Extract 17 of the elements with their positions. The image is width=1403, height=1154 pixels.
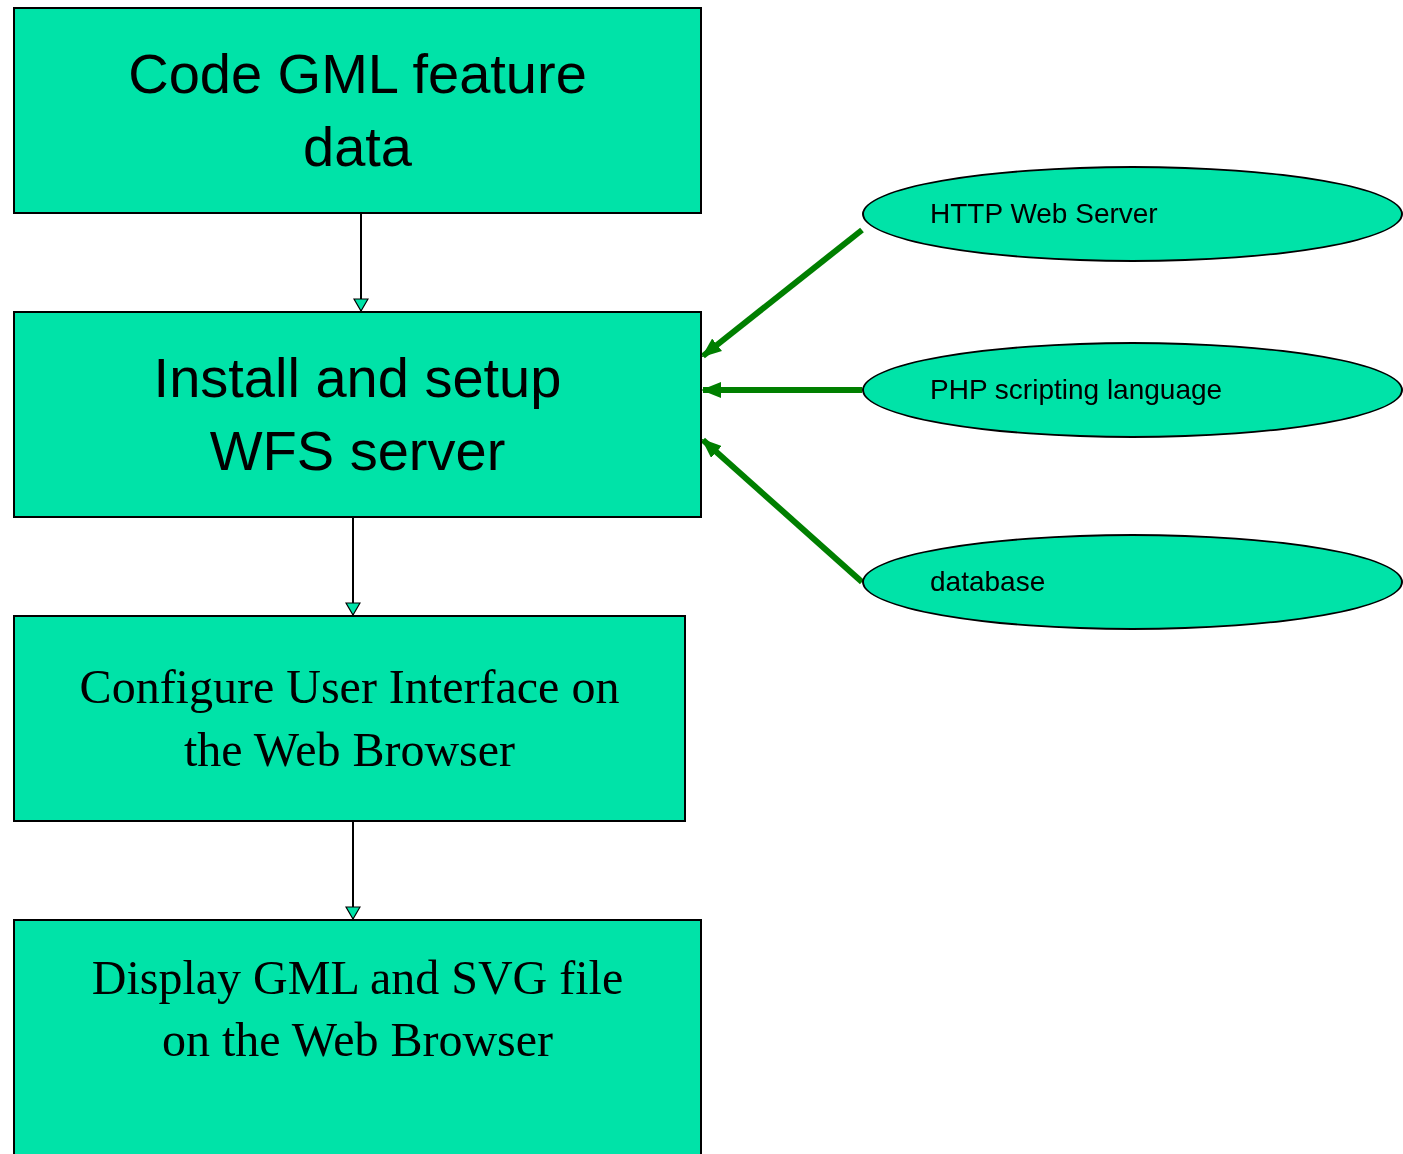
process-box xyxy=(13,919,702,1154)
arrow xyxy=(345,517,361,616)
node-text: Install and setup WFS server xyxy=(152,344,563,484)
arrow xyxy=(701,382,862,398)
node-text: HTTP Web Server xyxy=(930,196,1158,231)
arrow xyxy=(353,213,369,312)
process-box xyxy=(13,615,686,822)
arrow xyxy=(345,821,361,920)
node-text: Configure User Interface on the Web Browser xyxy=(78,659,621,778)
process-box xyxy=(13,311,702,518)
node-text: PHP scripting language xyxy=(930,372,1223,407)
arrow xyxy=(701,227,864,359)
node-text: Code GML feature data xyxy=(127,40,588,180)
arrow xyxy=(701,437,864,585)
node-text: database xyxy=(930,564,1046,599)
process-box xyxy=(13,7,702,214)
node-text: Display GML and SVG file on the Web Browser xyxy=(90,949,625,1068)
